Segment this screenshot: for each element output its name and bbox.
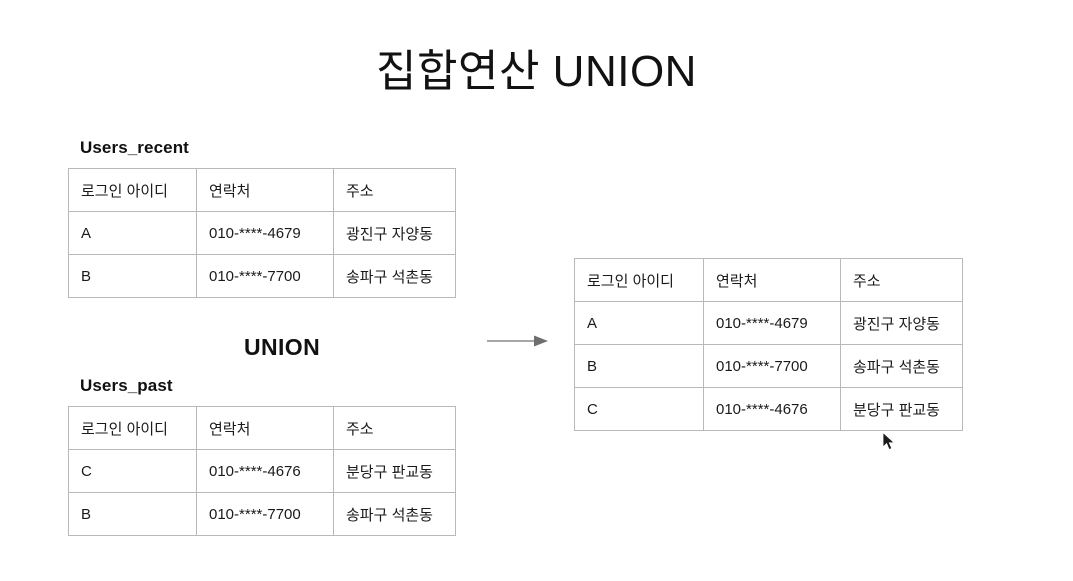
table-row: A 010-****-4679 광진구 자양동 xyxy=(68,211,456,255)
cell-tel: 010-****-4676 xyxy=(703,387,841,431)
arrow-right-icon xyxy=(487,335,548,347)
cell-address: 광진구 자양동 xyxy=(840,301,963,345)
page-title: 집합연산 UNION xyxy=(376,47,697,96)
column-header-id: 로그인 아이디 xyxy=(68,168,197,212)
cell-id: A xyxy=(68,211,197,255)
column-header-tel: 연락처 xyxy=(196,168,334,212)
cell-id: B xyxy=(68,492,197,536)
table-row: B 010-****-7700 송파구 석촌동 xyxy=(68,254,456,298)
cell-id: B xyxy=(574,344,704,388)
column-header-address: 주소 xyxy=(840,258,963,302)
cell-address: 송파구 석촌동 xyxy=(840,344,963,388)
cell-tel: 010-****-4676 xyxy=(196,449,334,493)
column-header-address: 주소 xyxy=(333,406,456,450)
table-caption-users-recent: Users_recent xyxy=(80,138,189,157)
column-header-tel: 연락처 xyxy=(196,406,334,450)
cell-id: A xyxy=(574,301,704,345)
cell-tel: 010-****-7700 xyxy=(196,254,334,298)
cell-tel: 010-****-7700 xyxy=(196,492,334,536)
cell-id: C xyxy=(68,449,197,493)
column-header-id: 로그인 아이디 xyxy=(68,406,197,450)
table-caption-users-past: Users_past xyxy=(80,376,173,395)
column-header-id: 로그인 아이디 xyxy=(574,258,704,302)
cell-tel: 010-****-4679 xyxy=(196,211,334,255)
cell-address: 분당구 판교동 xyxy=(333,449,456,493)
cell-tel: 010-****-7700 xyxy=(703,344,841,388)
table-row: C 010-****-4676 분당구 판교동 xyxy=(574,387,963,431)
cell-address: 광진구 자양동 xyxy=(333,211,456,255)
cell-tel: 010-****-4679 xyxy=(703,301,841,345)
cell-id: C xyxy=(574,387,704,431)
column-header-tel: 연락처 xyxy=(703,258,841,302)
union-operator-label: UNION xyxy=(244,334,321,360)
table-users-past: 로그인 아이디 연락처 주소 C 010-****-4676 분당구 판교동 B… xyxy=(68,406,456,536)
table-header-row: 로그인 아이디 연락처 주소 xyxy=(68,168,456,212)
table-union-result: 로그인 아이디 연락처 주소 A 010-****-4679 광진구 자양동 B… xyxy=(574,258,963,431)
table-row: B 010-****-7700 송파구 석촌동 xyxy=(574,344,963,388)
mouse-pointer-icon xyxy=(882,432,895,451)
column-header-address: 주소 xyxy=(333,168,456,212)
table-row: A 010-****-4679 광진구 자양동 xyxy=(574,301,963,345)
cell-address: 분당구 판교동 xyxy=(840,387,963,431)
table-users-recent: 로그인 아이디 연락처 주소 A 010-****-4679 광진구 자양동 B… xyxy=(68,168,456,298)
cell-address: 송파구 석촌동 xyxy=(333,492,456,536)
table-header-row: 로그인 아이디 연락처 주소 xyxy=(574,258,963,302)
cell-address: 송파구 석촌동 xyxy=(333,254,456,298)
table-row: B 010-****-7700 송파구 석촌동 xyxy=(68,492,456,536)
table-header-row: 로그인 아이디 연락처 주소 xyxy=(68,406,456,450)
cell-id: B xyxy=(68,254,197,298)
table-row: C 010-****-4676 분당구 판교동 xyxy=(68,449,456,493)
